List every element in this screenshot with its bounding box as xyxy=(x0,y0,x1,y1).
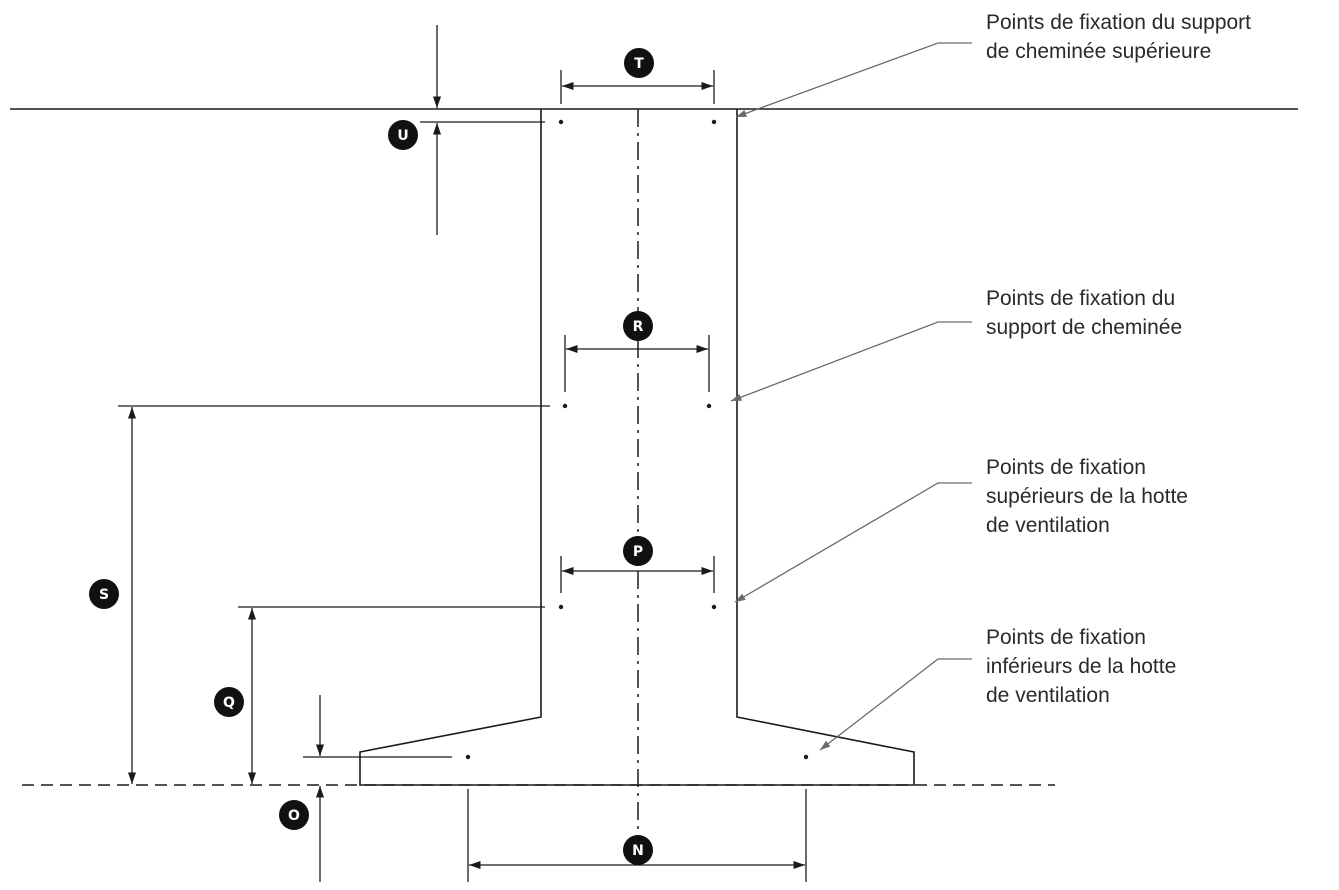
badge-q: Q xyxy=(214,687,244,717)
hood-outline xyxy=(359,109,915,786)
badge-u-label: U xyxy=(397,128,408,144)
badge-o: O xyxy=(279,800,309,830)
label-upper-chimney-fixation: Points de fixation du support de cheminé… xyxy=(986,11,1257,63)
fixation-point-upper-chimney-right xyxy=(711,119,717,125)
leader-hood-upper xyxy=(734,482,972,603)
dimension-s xyxy=(118,405,550,784)
label-hood-upper-fixation: Points de fixation supérieurs de la hott… xyxy=(986,456,1194,537)
badge-p: P xyxy=(623,536,653,566)
dimension-q xyxy=(238,606,545,784)
dimension-o xyxy=(303,695,452,882)
fixation-point-hood-lower-left xyxy=(465,754,471,760)
badge-o-label: O xyxy=(288,808,300,824)
badge-r-label: R xyxy=(633,319,644,335)
dimension-p xyxy=(560,556,715,593)
badge-q-label: Q xyxy=(223,695,235,711)
badge-s: S xyxy=(89,579,119,609)
badge-t-label: T xyxy=(634,56,644,72)
dimension-n xyxy=(467,789,807,882)
badge-p-label: P xyxy=(633,544,643,560)
fixation-point-hood-upper-right xyxy=(711,604,717,610)
label-chimney-fixation: Points de fixation du support de cheminé… xyxy=(986,287,1182,339)
fixation-points xyxy=(465,119,809,760)
badge-u: U xyxy=(388,120,418,150)
fixation-point-hood-lower-right xyxy=(803,754,809,760)
leader-hood-lower xyxy=(819,658,972,751)
badge-r: R xyxy=(623,311,653,341)
dimension-r xyxy=(564,335,710,392)
fixation-point-hood-upper-left xyxy=(558,604,564,610)
dimension-u xyxy=(420,25,545,235)
fixation-point-chimney-left xyxy=(562,403,568,409)
badge-s-label: S xyxy=(99,587,109,603)
dimension-t xyxy=(560,70,715,104)
leader-chimney xyxy=(730,321,972,402)
leader-upper-chimney xyxy=(735,42,972,118)
badge-t: T xyxy=(624,48,654,78)
fixation-point-chimney-right xyxy=(706,403,712,409)
fixation-point-upper-chimney-left xyxy=(558,119,564,125)
badge-n: N xyxy=(623,835,653,865)
label-hood-lower-fixation: Points de fixation inférieurs de la hott… xyxy=(986,626,1182,707)
badge-n-label: N xyxy=(632,843,644,859)
